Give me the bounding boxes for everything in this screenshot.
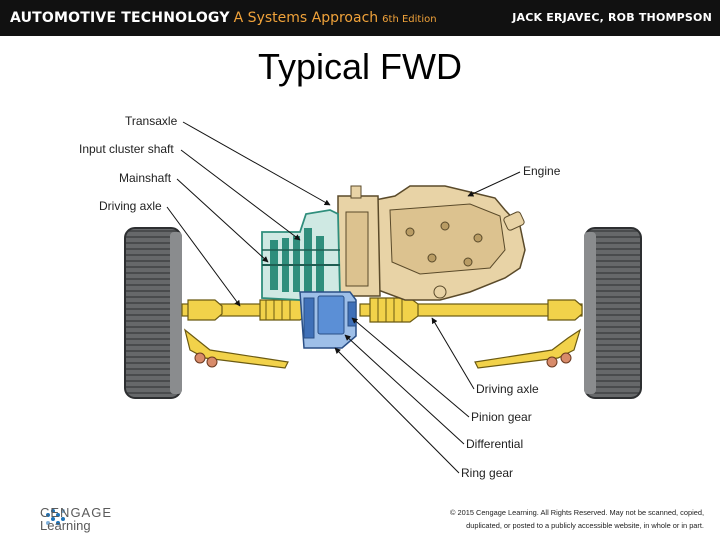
bell-housing xyxy=(337,185,381,297)
book-subtitle: A Systems Approach xyxy=(233,10,379,26)
leader-driving-axle-left xyxy=(166,206,241,307)
copyright-line-1: © 2015 Cengage Learning. All Rights Rese… xyxy=(449,508,704,517)
label-mainshaft: Mainshaft xyxy=(119,171,172,185)
engine xyxy=(365,185,526,301)
label-driving-axle-right: Driving axle xyxy=(476,382,539,396)
label-transaxle: Transaxle xyxy=(125,114,178,128)
label-engine: Engine xyxy=(523,164,561,178)
leader-pinion-gear xyxy=(351,317,470,418)
label-input-cluster-shaft: Input cluster shaft xyxy=(79,142,174,156)
label-pinion-gear: Pinion gear xyxy=(471,410,532,424)
copyright-notice: © 2015 Cengage Learning. All Rights Rese… xyxy=(404,506,704,532)
leader-transaxle xyxy=(182,121,331,206)
edition-label: 6th Edition xyxy=(382,14,437,25)
label-driving-axle-left: Driving axle xyxy=(99,199,162,213)
left-control-arm xyxy=(183,328,289,369)
leader-input-cluster-shaft xyxy=(180,149,301,241)
differential xyxy=(299,291,357,349)
left-tire xyxy=(124,227,182,399)
right-driving-axle xyxy=(359,297,583,323)
label-differential: Differential xyxy=(466,437,523,451)
cengage-logo-icon xyxy=(46,509,65,525)
leader-ring-gear xyxy=(334,347,460,474)
right-tire xyxy=(584,227,642,399)
logo-text-cengage: CENGAGE xyxy=(40,505,113,520)
transaxle xyxy=(261,209,341,301)
leader-engine xyxy=(467,171,521,197)
label-ring-gear: Ring gear xyxy=(461,466,513,480)
leader-mainshaft xyxy=(176,178,269,263)
slide-title: Typical FWD xyxy=(257,46,462,87)
brand-title: AUTOMOTIVE TECHNOLOGY xyxy=(10,10,230,26)
copyright-line-2: duplicated, or posted to a publicly acce… xyxy=(466,521,704,530)
authors: JACK ERJAVEC, ROB THOMPSON xyxy=(512,11,712,24)
diagram-labels: Transaxle Input cluster shaft Mainshaft … xyxy=(79,114,561,480)
leader-driving-axle-right xyxy=(431,317,475,390)
logo-text-learning: Learning xyxy=(40,518,91,533)
left-driving-axle xyxy=(181,299,313,321)
right-control-arm xyxy=(474,328,582,369)
leader-lines xyxy=(166,121,521,474)
leader-differential xyxy=(344,334,465,445)
